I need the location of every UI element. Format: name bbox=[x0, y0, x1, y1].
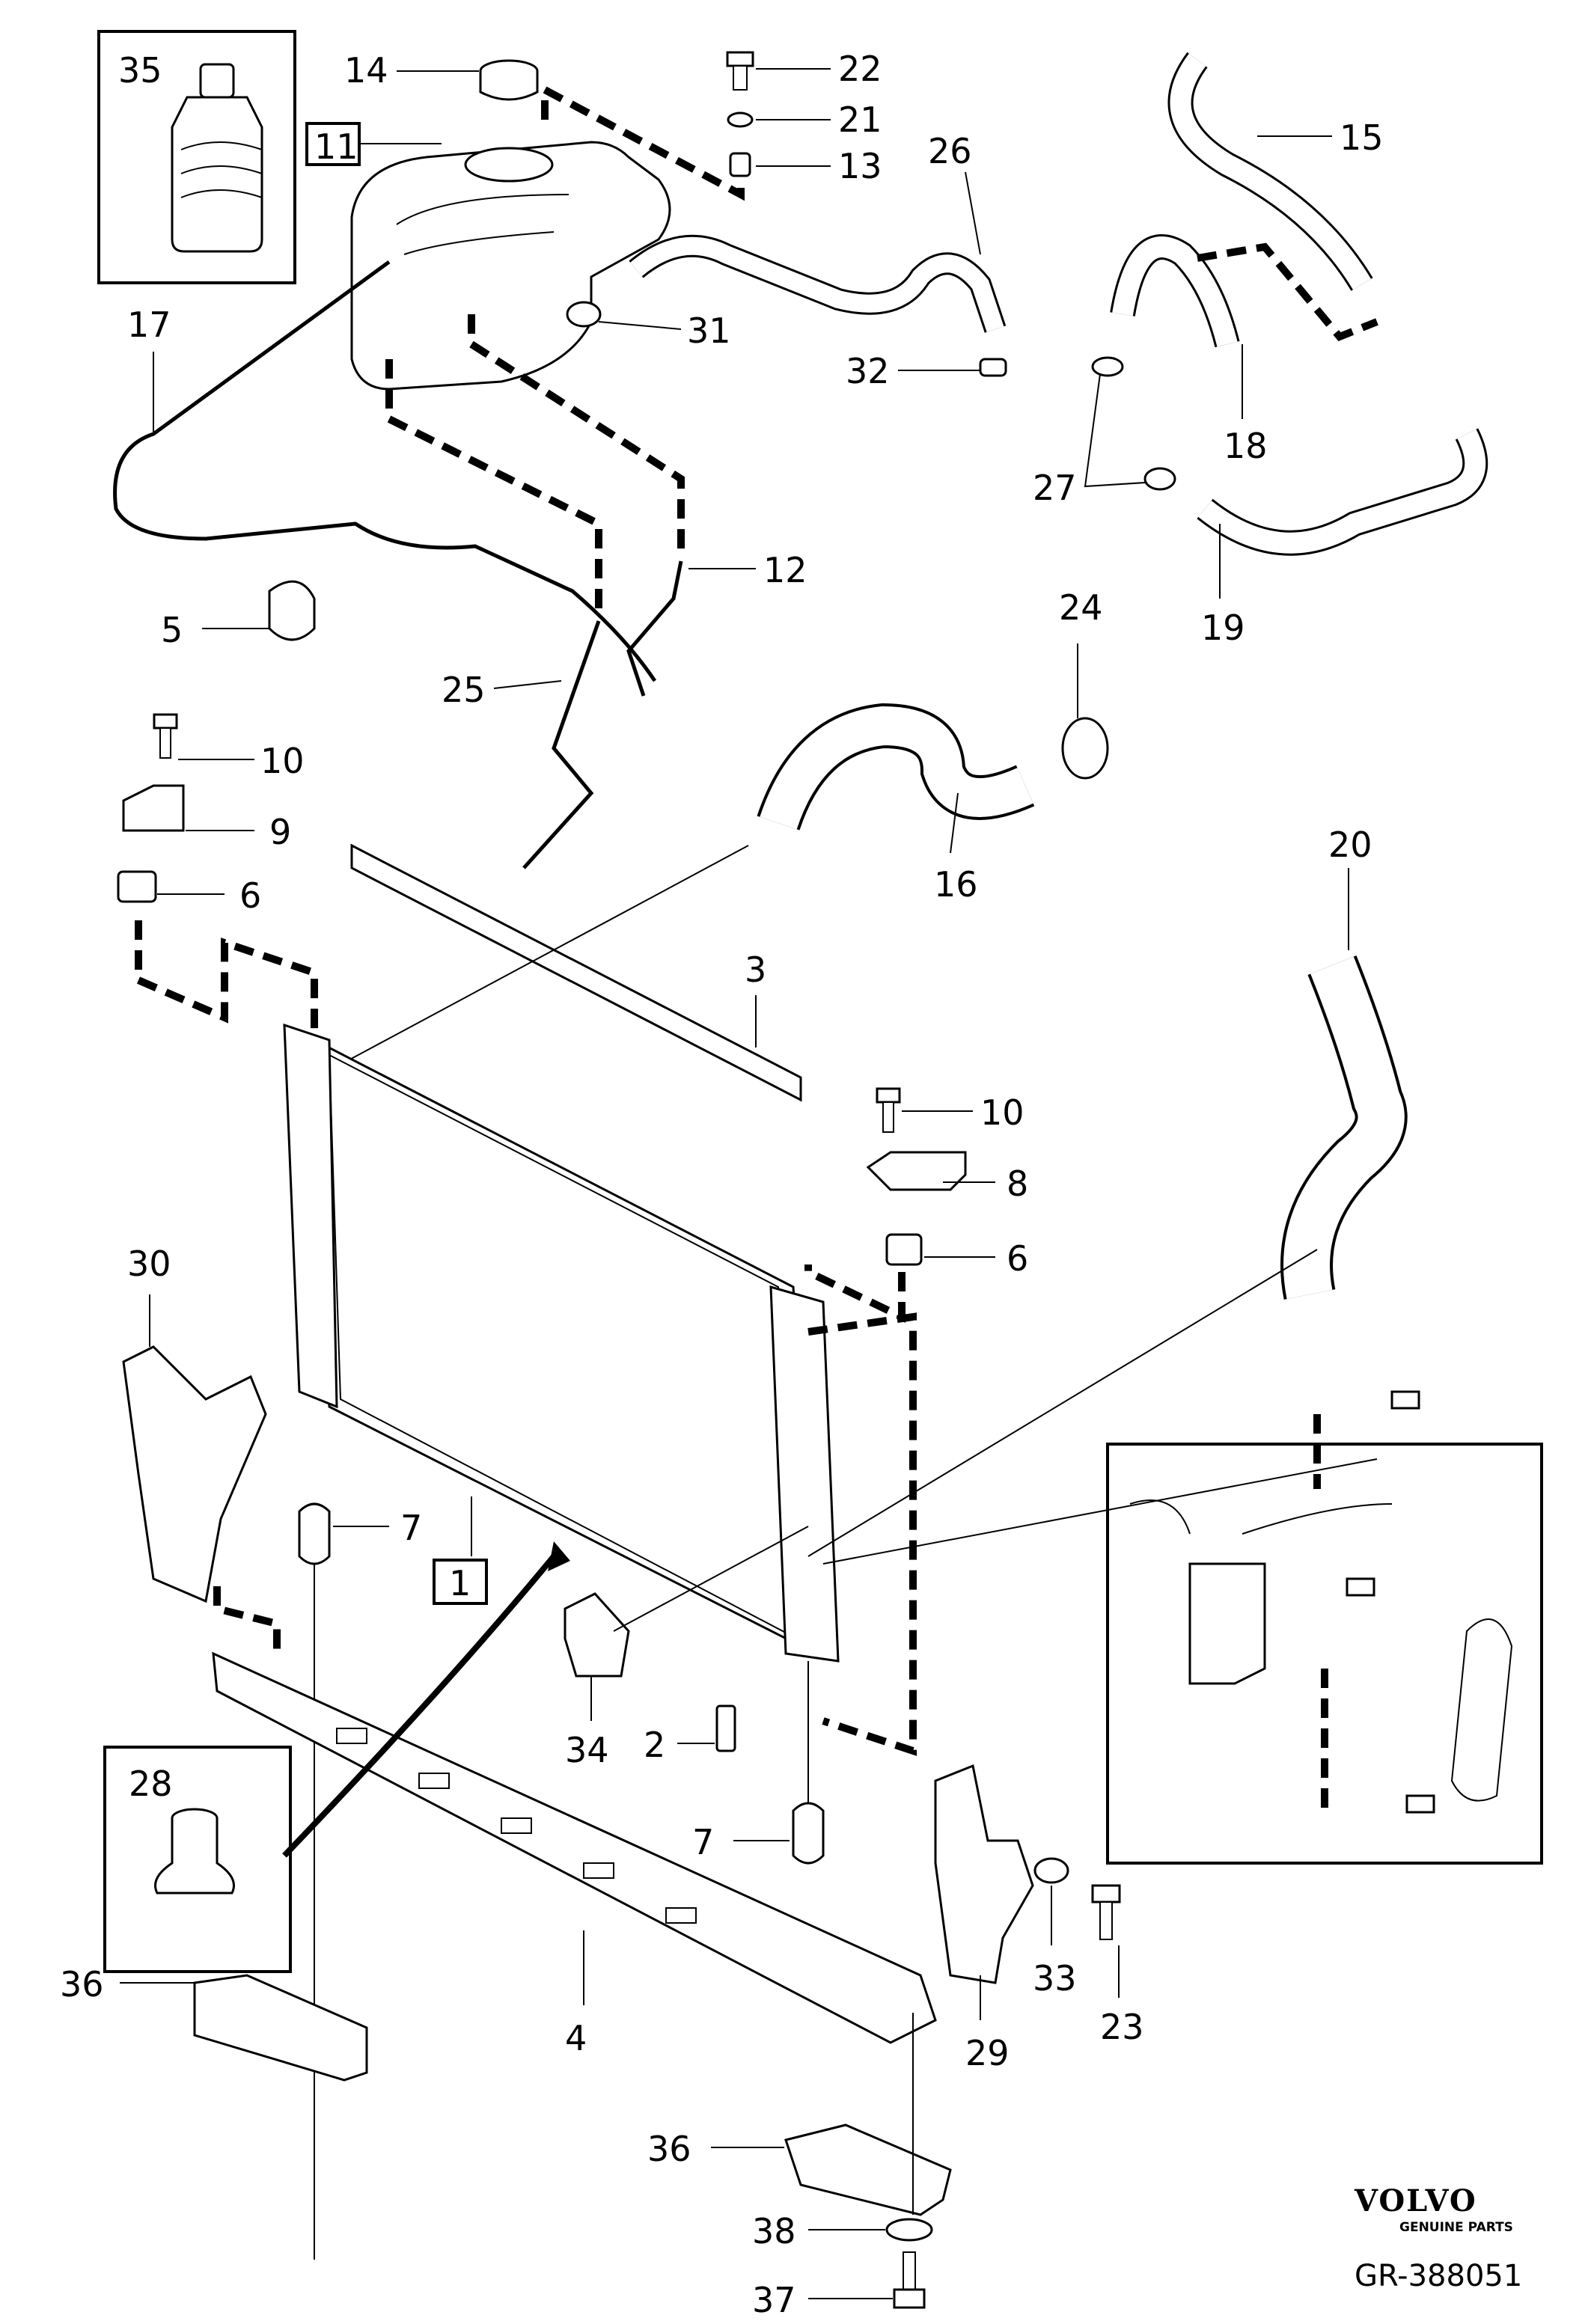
label-3: 3 bbox=[745, 950, 766, 990]
clamp-31[interactable] bbox=[566, 301, 602, 328]
coolant-bottle-inset[interactable] bbox=[97, 30, 296, 284]
drain-plug-2[interactable] bbox=[715, 1704, 736, 1752]
label-16: 16 bbox=[934, 864, 978, 905]
label-38: 38 bbox=[752, 2211, 796, 2251]
label-15: 15 bbox=[1340, 117, 1384, 158]
label-6b: 6 bbox=[1007, 1238, 1028, 1279]
reference-number: GR-388051 bbox=[1355, 2259, 1522, 2293]
washer-38[interactable] bbox=[885, 2218, 933, 2242]
label-13: 13 bbox=[838, 146, 882, 186]
label-20: 20 bbox=[1328, 825, 1372, 865]
washer-33[interactable] bbox=[1033, 1857, 1069, 1884]
plate-36-right[interactable] bbox=[784, 2123, 952, 2216]
label-21: 21 bbox=[838, 100, 882, 140]
label-22: 22 bbox=[838, 49, 882, 89]
label-11: 11 bbox=[314, 126, 358, 167]
label-17: 17 bbox=[127, 305, 171, 345]
label-30: 30 bbox=[127, 1244, 171, 1284]
washer-21[interactable] bbox=[727, 111, 754, 128]
label-2: 2 bbox=[644, 1725, 665, 1765]
bracket-30[interactable] bbox=[122, 1345, 267, 1603]
label-10b: 10 bbox=[980, 1092, 1024, 1133]
label-28: 28 bbox=[129, 1764, 173, 1804]
bracket-29[interactable] bbox=[934, 1764, 1034, 1984]
clamp-32[interactable] bbox=[979, 358, 1007, 377]
label-26: 26 bbox=[928, 131, 972, 171]
label-36b: 36 bbox=[647, 2129, 691, 2169]
label-32: 32 bbox=[846, 351, 890, 391]
bolt-37[interactable] bbox=[893, 2251, 926, 2309]
grommet-13[interactable] bbox=[729, 152, 751, 177]
label-33: 33 bbox=[1033, 1958, 1077, 1999]
insulator-6-left[interactable] bbox=[117, 870, 157, 903]
insulator-6-right[interactable] bbox=[885, 1233, 923, 1266]
genuine-parts-text: GENUINE PARTS bbox=[1399, 2220, 1513, 2235]
bolt-10-left[interactable] bbox=[153, 713, 178, 759]
bolt-22[interactable] bbox=[726, 51, 754, 91]
label-14: 14 bbox=[344, 50, 388, 91]
clip-5[interactable] bbox=[268, 580, 316, 641]
label-1-box bbox=[433, 1559, 488, 1605]
radiator[interactable] bbox=[283, 1023, 840, 1663]
label-31: 31 bbox=[687, 311, 731, 351]
label-10a: 10 bbox=[260, 741, 305, 781]
label-25: 25 bbox=[442, 670, 486, 710]
label-12: 12 bbox=[763, 550, 807, 590]
volvo-logo: VOLVO bbox=[1354, 2183, 1477, 2218]
label-1: 1 bbox=[449, 1563, 471, 1603]
label-24: 24 bbox=[1059, 587, 1103, 628]
label-6a: 6 bbox=[239, 875, 261, 916]
label-8: 8 bbox=[1007, 1163, 1028, 1204]
label-37: 37 bbox=[752, 2280, 796, 2320]
bolt-10-right[interactable] bbox=[876, 1087, 901, 1133]
pad-34[interactable] bbox=[564, 1592, 630, 1678]
cross-member-4[interactable] bbox=[212, 1651, 937, 2044]
label-34: 34 bbox=[565, 1730, 609, 1770]
clamp-24[interactable] bbox=[1061, 717, 1109, 780]
mount-7-right[interactable] bbox=[792, 1802, 825, 1865]
label-7b: 7 bbox=[692, 1822, 714, 1862]
clamp-27b[interactable] bbox=[1143, 467, 1176, 491]
label-23: 23 bbox=[1100, 2007, 1144, 2047]
sensor-wire-17[interactable] bbox=[113, 260, 657, 682]
oil-cooler-inset[interactable] bbox=[1106, 1390, 1543, 1865]
pipe-12[interactable] bbox=[626, 560, 683, 697]
label-36a: 36 bbox=[60, 1964, 104, 2005]
bracket-8[interactable] bbox=[866, 1151, 967, 1191]
label-35: 35 bbox=[118, 50, 162, 91]
expansion-tank[interactable] bbox=[350, 141, 671, 391]
label-7a: 7 bbox=[400, 1508, 422, 1548]
tank-cap[interactable] bbox=[479, 59, 539, 101]
label-9: 9 bbox=[269, 812, 291, 852]
label-11-box bbox=[305, 122, 361, 166]
plate-36-left[interactable] bbox=[193, 1974, 368, 2082]
label-19: 19 bbox=[1201, 608, 1245, 648]
mount-7-left[interactable] bbox=[298, 1502, 331, 1565]
seal-strip-3[interactable] bbox=[350, 843, 802, 1102]
pipe-25[interactable] bbox=[522, 620, 601, 869]
label-5: 5 bbox=[161, 610, 183, 650]
label-4: 4 bbox=[565, 2018, 587, 2058]
label-29: 29 bbox=[965, 2033, 1010, 2073]
bracket-9[interactable] bbox=[122, 784, 185, 832]
label-18: 18 bbox=[1224, 426, 1268, 466]
label-27: 27 bbox=[1033, 468, 1077, 508]
bolt-23[interactable] bbox=[1091, 1884, 1121, 1940]
clamp-27a[interactable] bbox=[1091, 356, 1124, 377]
detail-28-inset[interactable] bbox=[103, 1746, 292, 1973]
